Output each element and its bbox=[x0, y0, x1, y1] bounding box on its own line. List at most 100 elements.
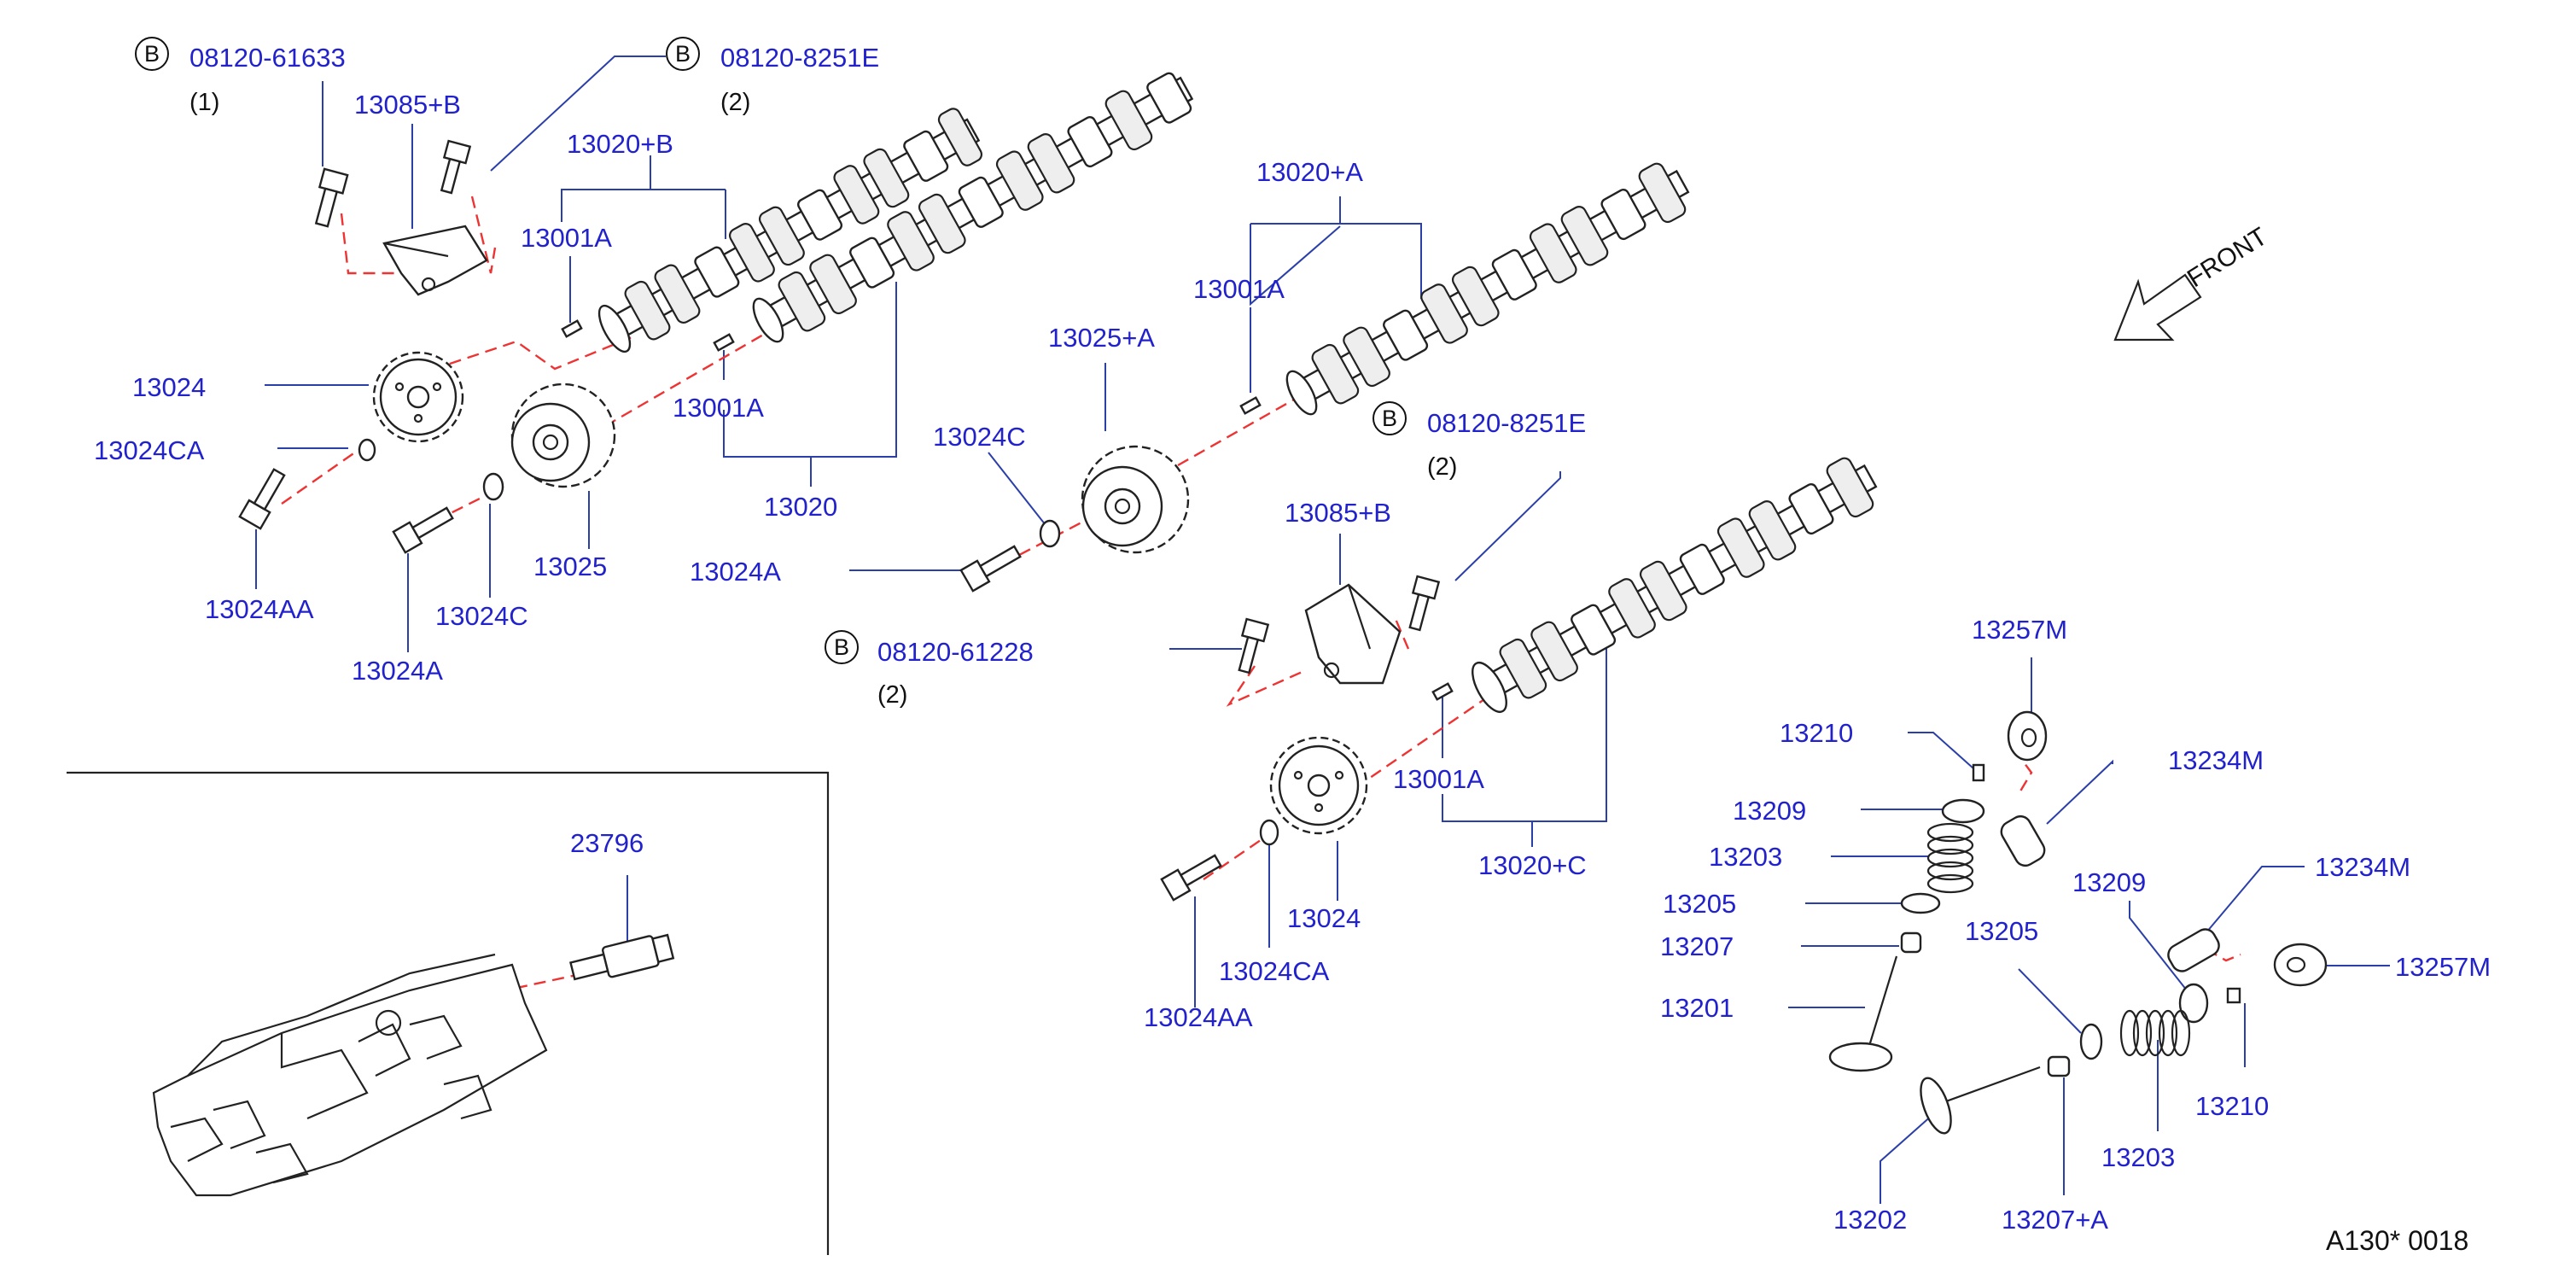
label-sprocket-a: 13024 bbox=[132, 372, 207, 402]
label-bolt-8251e-a: 08120-8251E bbox=[720, 43, 880, 73]
label-vtc-b: 13025+A bbox=[1048, 323, 1155, 353]
washer-c-a bbox=[482, 472, 504, 501]
seal-b bbox=[2047, 1055, 2071, 1077]
cylinder-head bbox=[152, 953, 548, 1197]
label-bolt-a-b: 13024A bbox=[690, 557, 781, 587]
label-bracket-a: 13085+B bbox=[354, 90, 461, 120]
camshaft-c bbox=[1472, 457, 1878, 713]
seat-a bbox=[1900, 892, 1941, 914]
label-camshaft-13020: 13020 bbox=[764, 492, 838, 522]
label-bolt-aa-a: 13024AA bbox=[205, 594, 314, 624]
adjuster-a bbox=[2000, 814, 2046, 867]
bolt-a-a bbox=[392, 506, 454, 554]
label-sprocket-b: 13024 bbox=[1287, 903, 1361, 933]
vtc-b bbox=[1081, 445, 1190, 554]
label-bracket-b: 13085+B bbox=[1285, 498, 1391, 528]
valve-b bbox=[1920, 1066, 2041, 1135]
washer-ca-b bbox=[1259, 819, 1279, 846]
label-bolt-61228: 08120-61228 bbox=[877, 637, 1034, 667]
label-bolt-aa-b: 13024AA bbox=[1144, 1002, 1253, 1032]
label-bolt-61633: 08120-61633 bbox=[189, 43, 346, 73]
bolt-8251e-b bbox=[1408, 575, 1441, 632]
lifter-a bbox=[2007, 710, 2048, 762]
assembly-lines bbox=[281, 196, 2241, 1013]
camshaft-a bbox=[1285, 162, 1690, 416]
label-seat-a: 13205 bbox=[1663, 889, 1737, 919]
vtc-a bbox=[510, 382, 616, 488]
label-vtc-a: 13025 bbox=[533, 552, 608, 581]
spring-b bbox=[2119, 1009, 2191, 1057]
label-lifter-b: 13257M bbox=[2395, 952, 2491, 982]
label-dowel-c: 13001A bbox=[1193, 274, 1285, 304]
label-bolt-8251e-b: 08120-8251E bbox=[1427, 408, 1587, 438]
qty-bolt-61228: (2) bbox=[877, 681, 908, 709]
label-camshaft-c: 13020+C bbox=[1478, 850, 1587, 880]
leader-lines bbox=[255, 55, 2390, 1204]
label-adjuster-a: 13234M bbox=[2168, 745, 2264, 775]
label-bolt-a-a: 13024A bbox=[352, 656, 443, 686]
label-washer-c-a: 13024C bbox=[435, 601, 528, 631]
label-adjuster-b: 13234M bbox=[2315, 852, 2411, 882]
inset-frame bbox=[67, 771, 830, 1255]
bolt-a-b bbox=[959, 545, 1022, 593]
label-valve-a: 13201 bbox=[1660, 993, 1734, 1023]
bolt-61633 bbox=[314, 167, 349, 228]
label-lifter-a: 13257M bbox=[1972, 615, 2068, 645]
label-retainer-a: 13209 bbox=[1733, 796, 1807, 826]
adjuster-b bbox=[2167, 928, 2220, 972]
label-dowel-b: 13001A bbox=[673, 393, 764, 423]
dowel-d bbox=[1431, 682, 1454, 701]
label-spring-b: 13203 bbox=[2101, 1142, 2176, 1172]
sprocket-b bbox=[1269, 736, 1368, 835]
keeper-b bbox=[2226, 987, 2241, 1004]
bolt-61228 bbox=[1238, 617, 1270, 674]
bracket-a bbox=[382, 225, 488, 296]
qty-bolt-8251e-b: (2) bbox=[1427, 453, 1458, 481]
label-seal-a: 13207 bbox=[1660, 931, 1734, 961]
label-washer-ca-b: 13024CA bbox=[1219, 956, 1330, 986]
valve-a bbox=[1828, 955, 1898, 1072]
qty-bolt-8251e-a: (2) bbox=[720, 89, 751, 116]
seat-b bbox=[2079, 1023, 2103, 1060]
dowel-b bbox=[713, 333, 735, 352]
label-valve-b: 13202 bbox=[1833, 1205, 1908, 1235]
bolt-aa-a bbox=[238, 468, 286, 530]
washer-ca-a bbox=[358, 438, 376, 462]
label-dowel-d: 13001A bbox=[1393, 764, 1484, 794]
label-seat-b: 13205 bbox=[1965, 916, 2039, 946]
seal-a bbox=[1900, 931, 1922, 954]
washer-c-b bbox=[1039, 519, 1061, 548]
camshaft-13020 bbox=[752, 72, 1194, 343]
label-keeper-a: 13210 bbox=[1780, 718, 1854, 748]
sensor bbox=[569, 933, 675, 981]
label-washer-c-b: 13024C bbox=[933, 422, 1026, 452]
dowel-c bbox=[1239, 396, 1262, 415]
sprocket-a bbox=[372, 351, 464, 443]
retainer-a bbox=[1941, 798, 1985, 824]
document-code: A130* 0018 bbox=[2326, 1225, 2469, 1256]
badge-b: B bbox=[1373, 401, 1407, 435]
camshaft-b bbox=[597, 108, 983, 353]
label-washer-ca-a: 13024CA bbox=[94, 435, 205, 465]
front-arrow bbox=[2113, 273, 2202, 342]
spring-a bbox=[1926, 822, 1974, 894]
bracket-b bbox=[1304, 583, 1402, 685]
label-dowel-a: 13001A bbox=[521, 223, 612, 253]
label-spring-a: 13203 bbox=[1709, 842, 1783, 872]
label-keeper-b: 13210 bbox=[2195, 1091, 2270, 1121]
badge-b: B bbox=[135, 37, 169, 71]
label-camshaft-a: 13020+A bbox=[1256, 157, 1363, 187]
bolt-aa-b bbox=[1160, 854, 1222, 902]
label-camshaft-b: 13020+B bbox=[567, 129, 673, 159]
bolt-8251e-a bbox=[440, 139, 472, 195]
qty-bolt-61633: (1) bbox=[189, 89, 220, 116]
label-retainer-b: 13209 bbox=[2072, 867, 2147, 897]
badge-b: B bbox=[666, 37, 700, 71]
keeper-a bbox=[1972, 763, 1985, 782]
retainer-b bbox=[2178, 983, 2209, 1024]
badge-b: B bbox=[825, 630, 859, 664]
lifter-b bbox=[2273, 943, 2328, 987]
label-sensor: 23796 bbox=[570, 828, 644, 858]
dowel-a bbox=[561, 319, 583, 338]
